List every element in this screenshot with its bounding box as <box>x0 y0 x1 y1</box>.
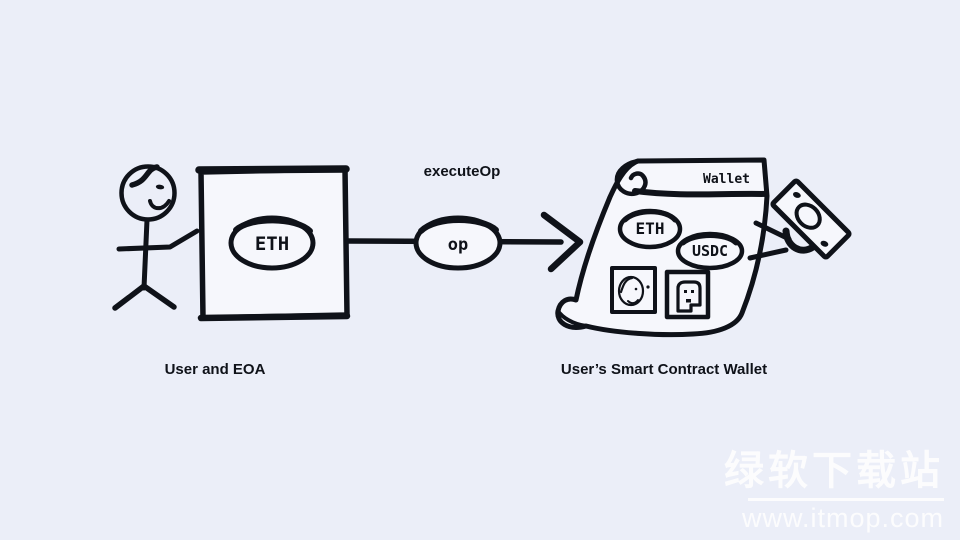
watermark-site-name: 绿软下载站 <box>724 449 944 493</box>
stickman-hair <box>129 164 160 188</box>
robot-icon <box>664 269 711 320</box>
hand-grip-icon <box>782 227 817 254</box>
watermark-divider <box>748 498 944 501</box>
caption-smart-contract-wallet: User’s Smart Contract Wallet <box>561 361 767 378</box>
stickman-eye <box>155 184 165 190</box>
wallet-usdc-label: USDC <box>692 242 728 260</box>
wallet-eth-ellipse-accent <box>622 209 678 223</box>
scroll-banner-line <box>632 188 769 198</box>
wallet-scroll-icon: Wallet ETH USDC <box>555 157 770 338</box>
execute-op-label: executeOp <box>424 163 501 180</box>
payout-hand <box>747 178 852 261</box>
scroll-bottom-curl <box>556 309 588 328</box>
eth-token-ellipse-accent <box>233 217 313 234</box>
hand-arm-lower <box>747 247 789 261</box>
stickman-arm <box>116 228 200 252</box>
stickman-leg-left <box>112 283 147 311</box>
op-ellipse-accent <box>418 217 499 234</box>
eth-token-label: ETH <box>255 233 289 255</box>
eoa-box-top-edge <box>195 165 350 174</box>
eoa-box-bottom-edge <box>197 312 351 322</box>
wallet-usdc-ellipse-accent <box>680 233 739 246</box>
watermark-site-url: www.itmop.com <box>741 503 944 533</box>
wallet-eth-label: ETH <box>636 219 665 238</box>
wallet-header-label: Wallet <box>703 172 750 187</box>
guardian-face-icon <box>610 266 657 314</box>
stickman-body <box>141 217 150 291</box>
caption-user-eoa: User and EOA <box>165 361 266 378</box>
watermark: 绿软下载站 www.itmop.com <box>724 451 944 532</box>
execute-op-flow: op executeOp <box>345 163 584 273</box>
user-stickman-icon <box>112 164 200 311</box>
banknote-icon <box>770 178 852 260</box>
arrow-head-icon <box>540 211 584 273</box>
eoa-box: ETH <box>195 165 351 322</box>
op-label: op <box>448 235 468 255</box>
stickman-mouth <box>148 199 171 211</box>
stickman-leg-right <box>141 283 177 310</box>
